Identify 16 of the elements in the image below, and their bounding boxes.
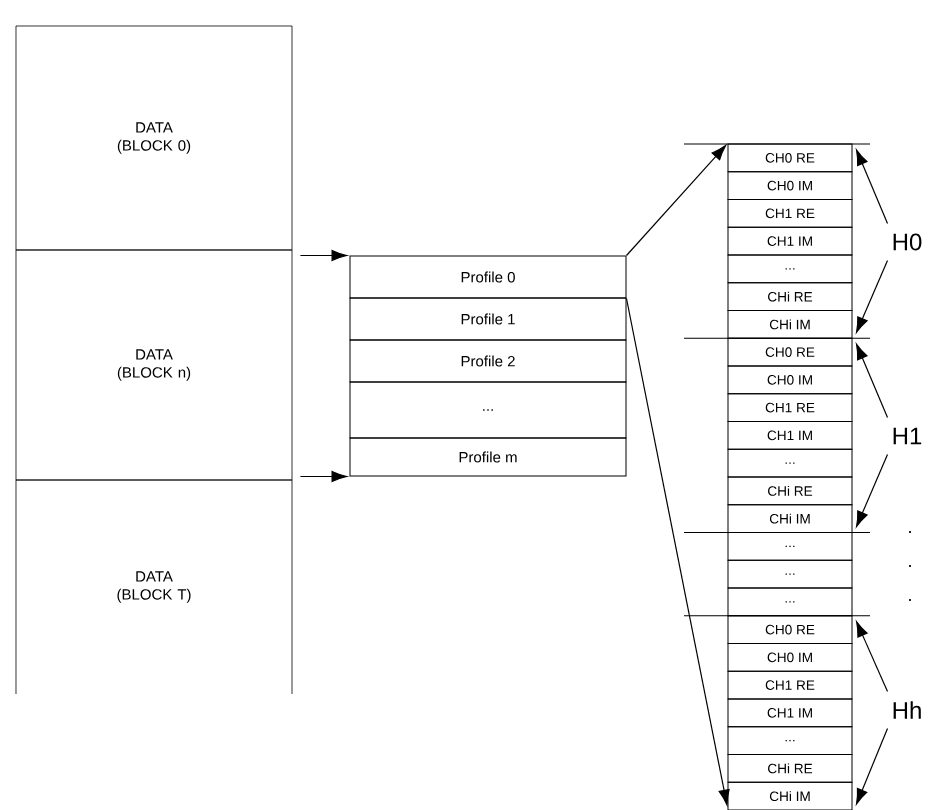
arrow bbox=[856, 453, 889, 528]
arrow bbox=[856, 259, 889, 333]
arrow bbox=[856, 149, 889, 225]
dot: . bbox=[909, 565, 911, 567]
dot: . bbox=[909, 531, 911, 533]
arrow bbox=[625, 144, 727, 257]
dot: . bbox=[909, 599, 911, 601]
arrow bbox=[625, 297, 730, 806]
group-label: H1 bbox=[893, 427, 922, 445]
arrow bbox=[855, 727, 889, 805]
group-label: H0 bbox=[893, 233, 922, 251]
arrow bbox=[299, 249, 348, 262]
group-label: Hh bbox=[893, 701, 921, 719]
arrow bbox=[856, 343, 889, 419]
arrow bbox=[299, 470, 348, 483]
arrow bbox=[856, 621, 889, 693]
